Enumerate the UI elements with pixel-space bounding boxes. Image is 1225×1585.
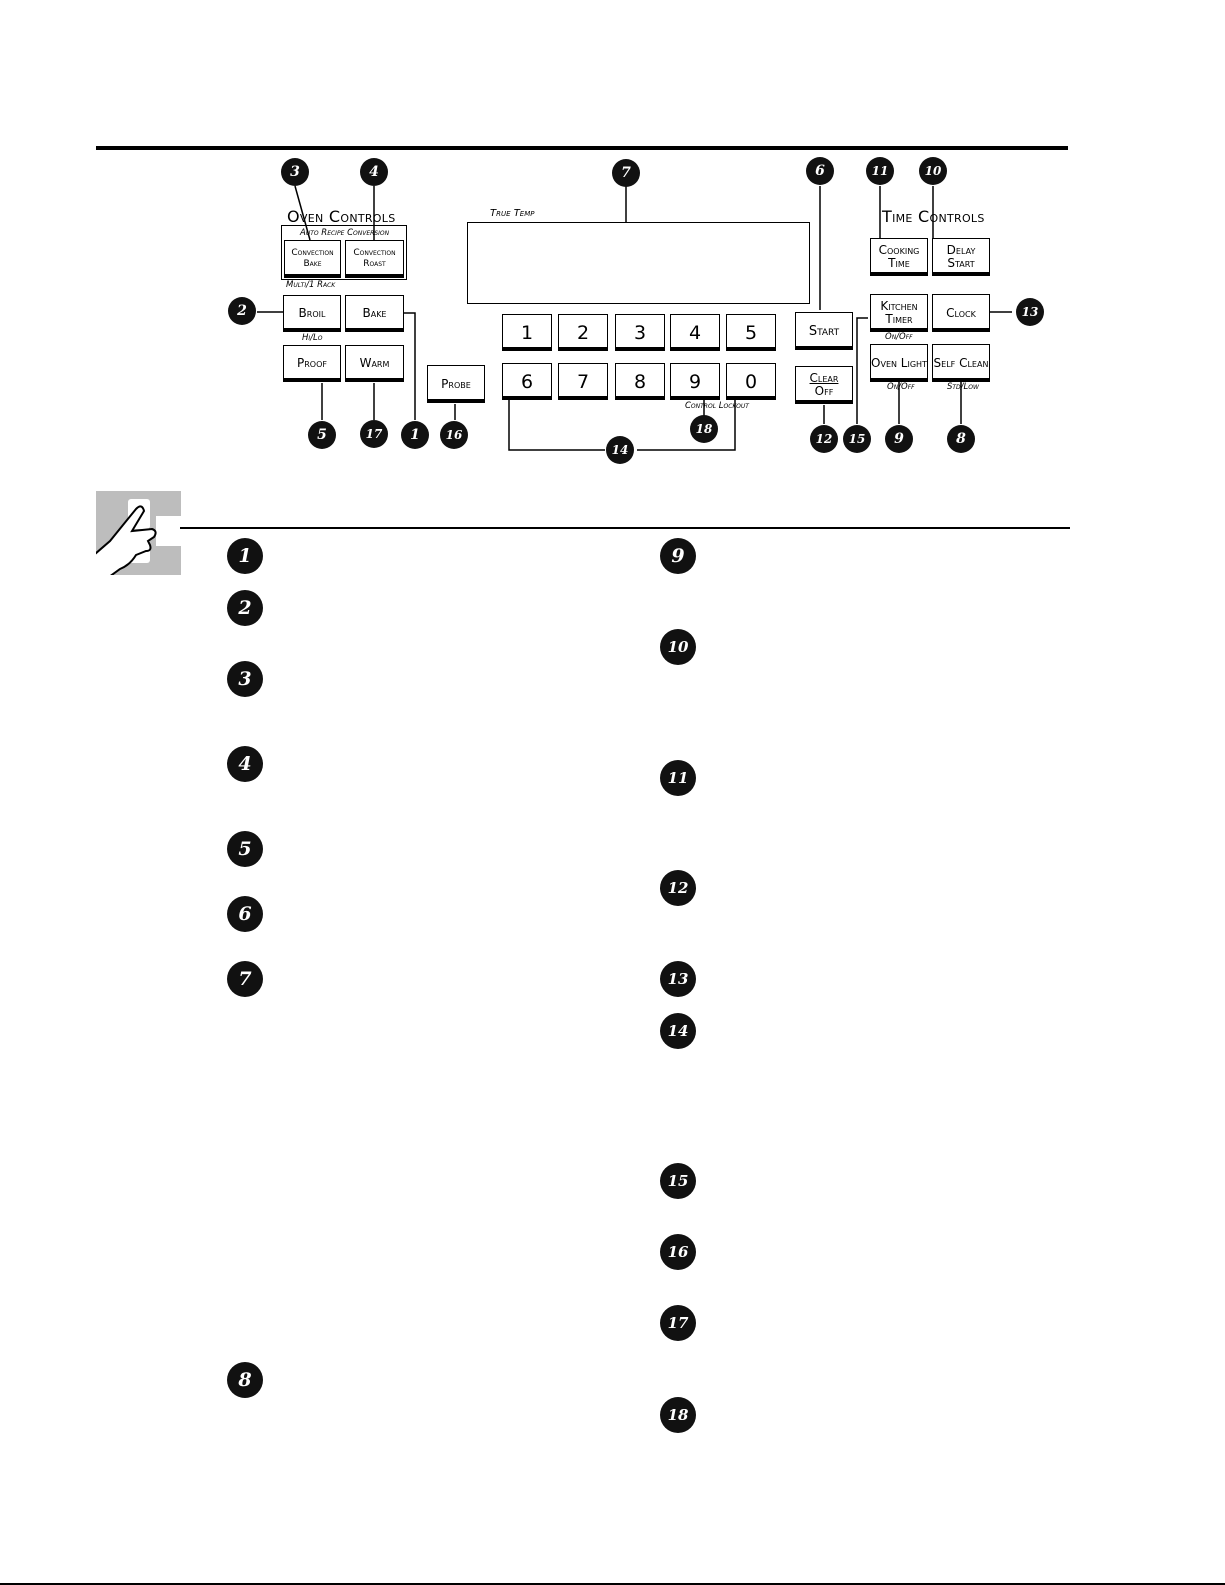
callout-4: 4 xyxy=(360,158,388,186)
callout-17: 17 xyxy=(360,420,388,448)
number-key-6[interactable]: 6 xyxy=(502,363,552,400)
proof-button[interactable]: Proof xyxy=(283,345,341,382)
clock-button[interactable]: Clock xyxy=(932,294,990,332)
time-controls-title: Time Controls xyxy=(882,207,985,226)
list-badge-13: 13 xyxy=(660,961,696,997)
list-badge-2: 2 xyxy=(227,590,263,626)
list-badge-9: 9 xyxy=(660,538,696,574)
callout-1: 1 xyxy=(401,421,429,449)
callout-3: 3 xyxy=(281,158,309,186)
kitchen-timer-button[interactable]: Kitchen Timer xyxy=(870,294,928,332)
list-badge-14: 14 xyxy=(660,1013,696,1049)
oven-controls-title: Oven Controls xyxy=(287,207,396,226)
callout-16: 16 xyxy=(440,421,468,449)
bake-button[interactable]: Bake xyxy=(345,295,404,332)
number-key-2[interactable]: 2 xyxy=(558,314,608,351)
hand-pointer-icon-box xyxy=(78,491,181,587)
list-badge-5: 5 xyxy=(227,831,263,867)
list-badge-8: 8 xyxy=(227,1362,263,1398)
clear-off-button[interactable]: Clear Off xyxy=(795,366,853,404)
list-badge-12: 12 xyxy=(660,870,696,906)
light-on-off-label: On/Off xyxy=(887,382,915,392)
oven-display xyxy=(467,222,810,304)
cooking-time-button[interactable]: Cooking Time xyxy=(870,238,928,276)
callout-5: 5 xyxy=(308,421,336,449)
broil-button[interactable]: Broil xyxy=(283,295,341,332)
list-badge-7: 7 xyxy=(227,961,263,997)
control-lockout-label: Control Lockout xyxy=(685,401,749,411)
callout-8: 8 xyxy=(947,425,975,453)
list-badge-4: 4 xyxy=(227,746,263,782)
number-key-8[interactable]: 8 xyxy=(615,363,665,400)
true-temp-label: True Temp xyxy=(490,208,535,219)
number-key-1[interactable]: 1 xyxy=(502,314,552,351)
top-rule xyxy=(96,146,1068,150)
off-label: Off xyxy=(814,384,834,398)
number-key-9[interactable]: 9 xyxy=(670,363,720,400)
callout-13: 13 xyxy=(1016,298,1044,326)
warm-button[interactable]: Warm xyxy=(345,345,404,382)
self-clean-button[interactable]: Self Clean xyxy=(932,344,990,382)
section-rule xyxy=(180,527,1070,529)
callout-18: 18 xyxy=(690,415,718,443)
start-button[interactable]: Start xyxy=(795,312,853,350)
callout-leader-lines xyxy=(257,185,1012,451)
timer-on-off-label: On/Off xyxy=(885,332,913,342)
number-key-5[interactable]: 5 xyxy=(726,314,776,351)
list-badge-17: 17 xyxy=(660,1305,696,1341)
callout-15: 15 xyxy=(843,425,871,453)
multi-rack-label: Multi/1 Rack xyxy=(286,280,336,290)
callout-2: 2 xyxy=(228,297,256,325)
hand-pointer-icon xyxy=(78,499,181,587)
callout-10: 10 xyxy=(919,157,947,185)
self-clean-std-low-label: Std/Low xyxy=(947,382,979,392)
list-badge-15: 15 xyxy=(660,1163,696,1199)
callout-7: 7 xyxy=(612,159,640,187)
list-badge-16: 16 xyxy=(660,1234,696,1270)
hi-lo-label: Hi/Lo xyxy=(302,333,323,343)
convection-group-frame xyxy=(281,225,407,280)
callout-14: 14 xyxy=(606,436,634,464)
list-badge-11: 11 xyxy=(660,760,696,796)
probe-button[interactable]: Probe xyxy=(427,365,485,403)
list-badge-3: 3 xyxy=(227,661,263,697)
callout-12: 12 xyxy=(810,425,838,453)
auto-recipe-conversion-label: Auto Recipe Conversion xyxy=(300,228,390,238)
list-badge-6: 6 xyxy=(227,896,263,932)
list-badge-1: 1 xyxy=(227,538,263,574)
number-key-7[interactable]: 7 xyxy=(558,363,608,400)
clear-label: Clear xyxy=(809,371,839,385)
list-badge-18: 18 xyxy=(660,1397,696,1433)
bottom-rule xyxy=(0,1583,1225,1585)
convection-bake-button[interactable]: Convection Bake xyxy=(284,240,341,278)
number-key-3[interactable]: 3 xyxy=(615,314,665,351)
callout-6: 6 xyxy=(806,157,834,185)
callout-11: 11 xyxy=(866,157,894,185)
convection-roast-button[interactable]: Convection Roast xyxy=(345,240,404,278)
oven-light-button[interactable]: Oven Light xyxy=(870,344,928,382)
list-badge-10: 10 xyxy=(660,629,696,665)
number-key-4[interactable]: 4 xyxy=(670,314,720,351)
callout-9: 9 xyxy=(885,425,913,453)
number-key-0[interactable]: 0 xyxy=(726,363,776,400)
delay-start-button[interactable]: Delay Start xyxy=(932,238,990,276)
